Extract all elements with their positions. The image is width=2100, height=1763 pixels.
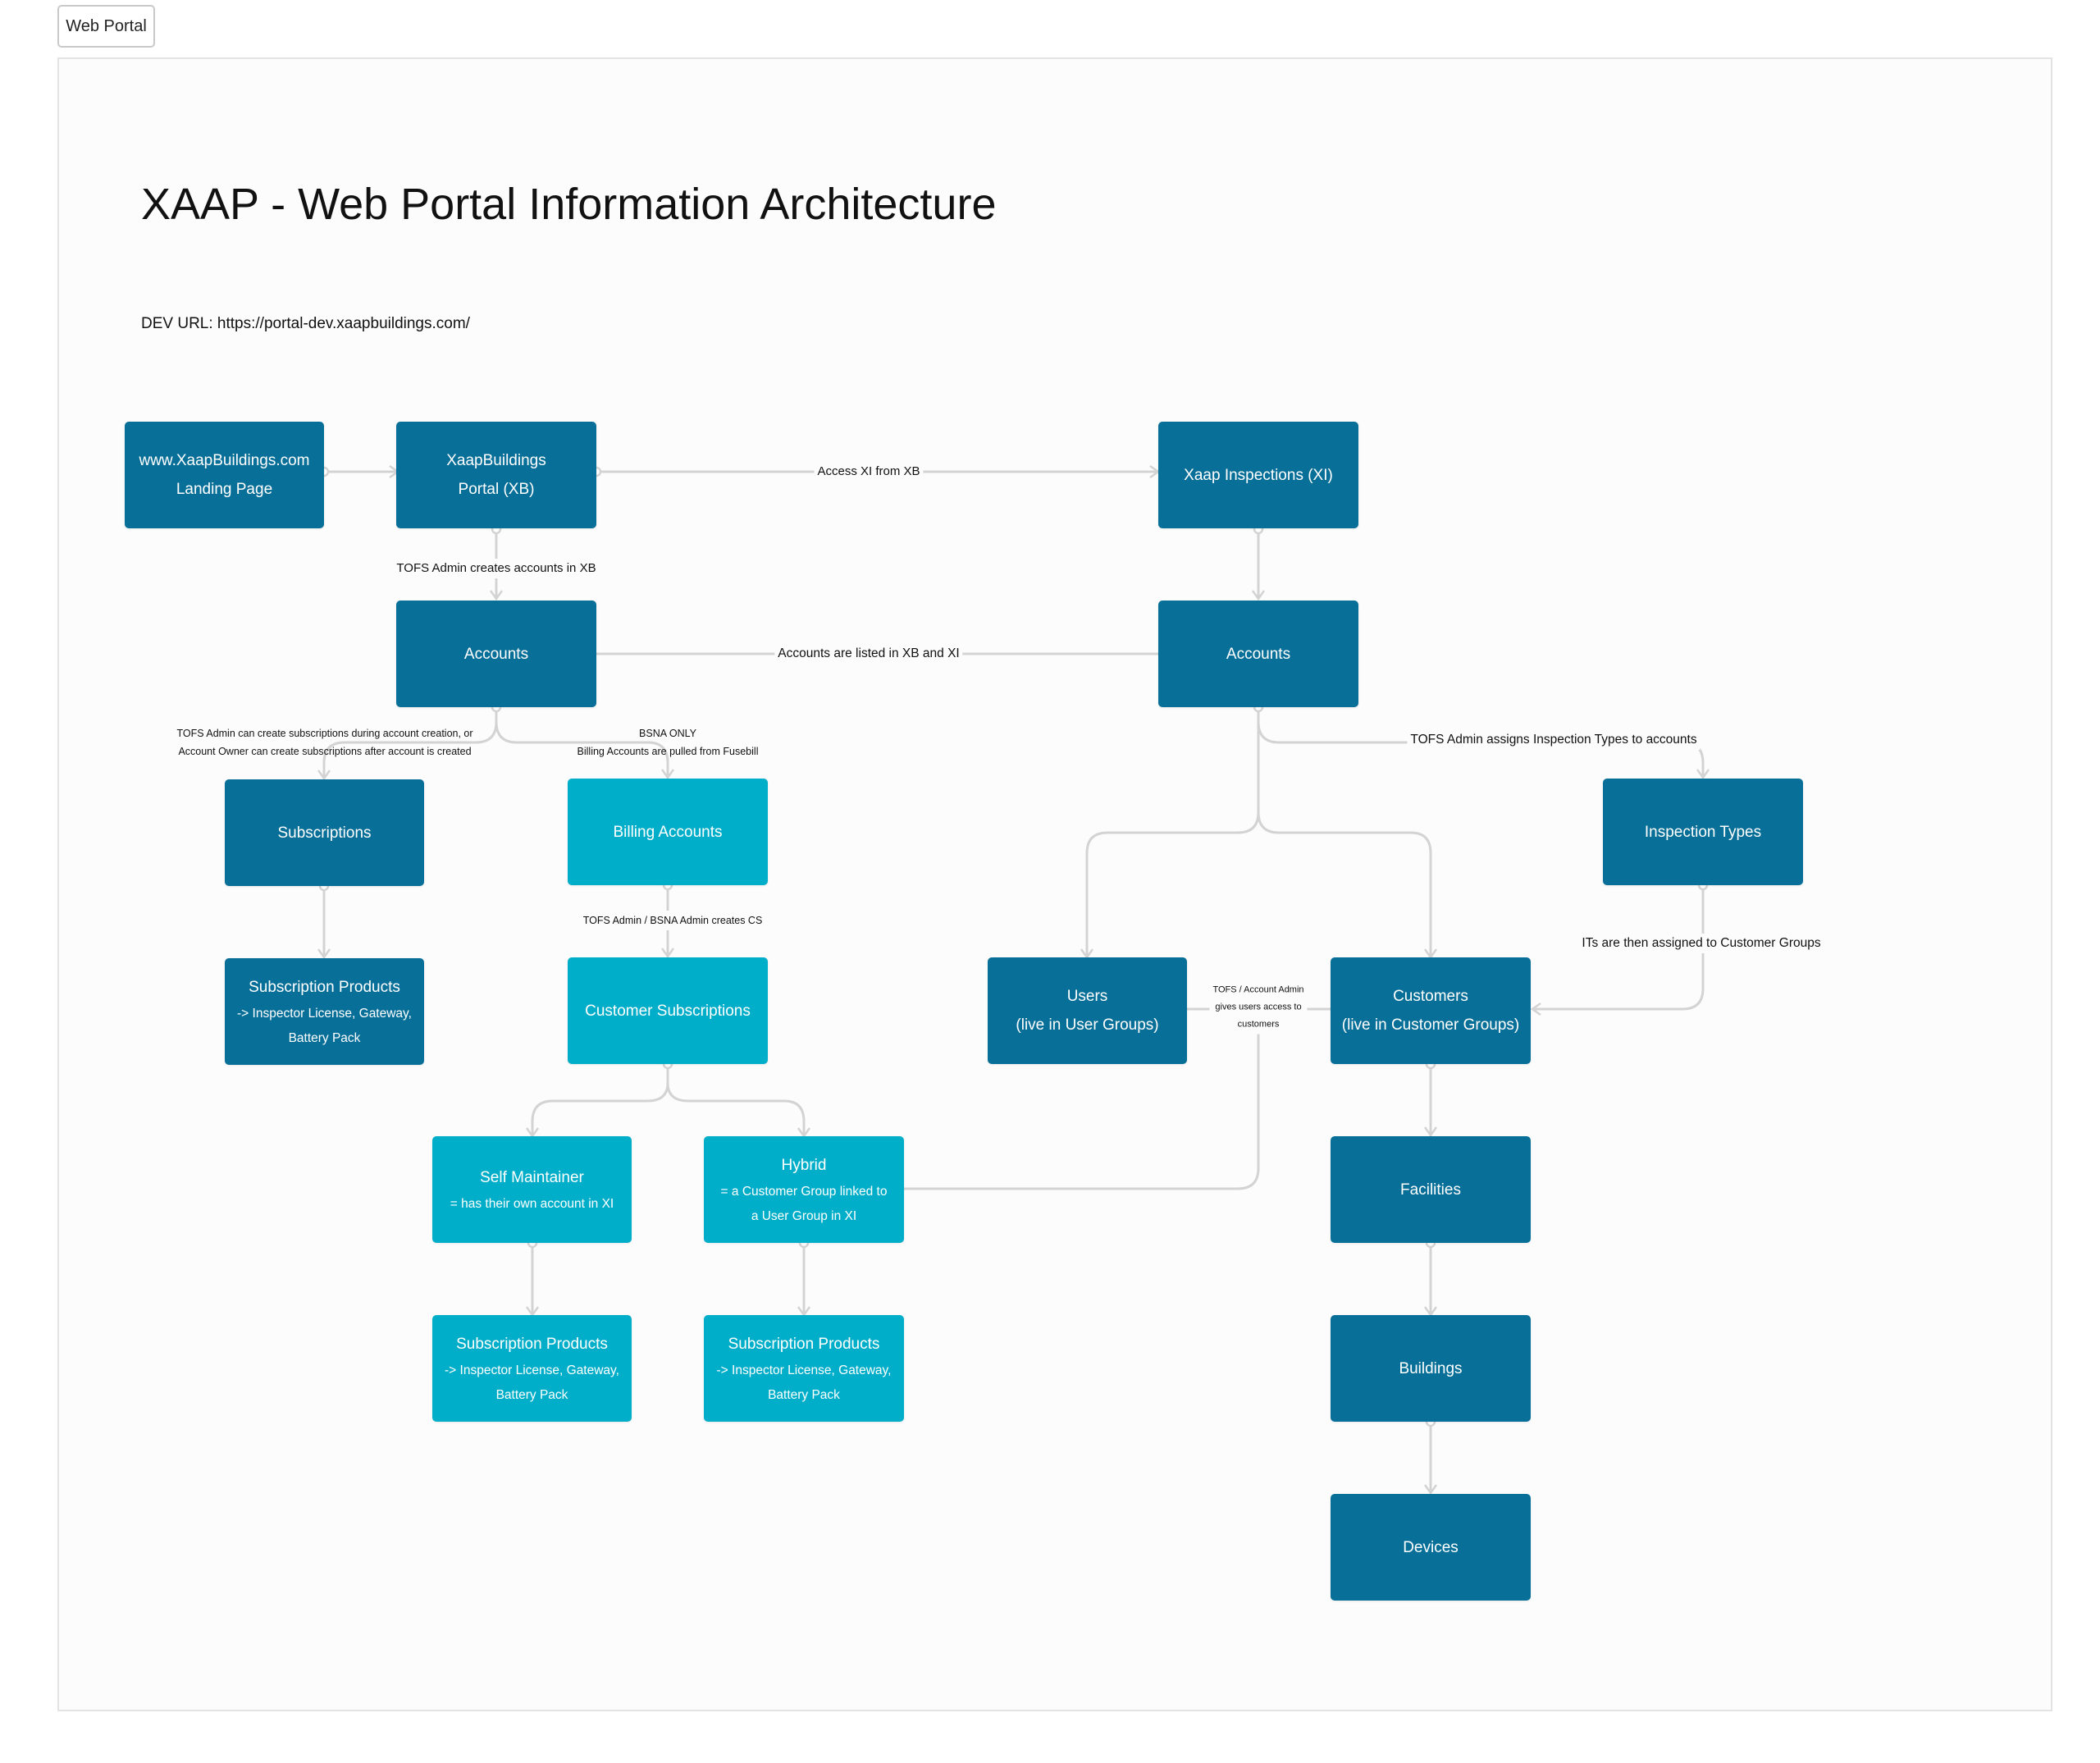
node-billing-accounts[interactable]: Billing Accounts [568,779,768,885]
node-facilities-label: Facilities [1400,1181,1461,1199]
tab-web-portal[interactable]: Web Portal [57,5,155,48]
node-subscription-products-line-1: Subscription Products [249,978,400,996]
node-xaap-inspections[interactable]: Xaap Inspections (XI) [1158,422,1358,528]
edge-xi-accounts-to-users [1087,707,1260,957]
node-xb-portal-line-2: Portal (XB) [458,481,535,498]
edge-label-access-xi: Access XI from XB [814,462,924,482]
edge-inspection-types-to-customers [1532,885,1705,1009]
node-facilities[interactable]: Facilities [1331,1136,1531,1243]
node-landing-page[interactable]: www.XaapBuildings.com Landing Page [125,422,324,528]
node-inspection-types-label: Inspection Types [1644,823,1762,841]
node-customer-subscriptions-label: Customer Subscriptions [585,1002,751,1020]
node-users-line-2: (live in User Groups) [1016,1016,1159,1034]
node-subscription-products-line-2: -> Inspector License, Gateway, [237,1006,412,1021]
edge-label-subscriptions-note: TOFS Admin can create subscriptions duri… [176,728,473,757]
edge-label-its-assigned: ITs are then assigned to Customer Groups [1578,934,1824,953]
node-hybrid[interactable]: Hybrid = a Customer Group linked to a Us… [704,1136,904,1243]
edge-hybrid-to-access-link [904,1030,1260,1190]
node-subscriptions-label: Subscriptions [277,824,372,842]
node-inspection-types[interactable]: Inspection Types [1603,779,1803,885]
edge-label-accounts-listed: Accounts are listed in XB and XI [774,644,963,664]
node-users[interactable]: Users (live in User Groups) [988,957,1187,1064]
edge-label-gives-access: TOFS / Account Admin gives users access … [1209,980,1308,1035]
node-self-maintainer[interactable]: Self Maintainer = has their own account … [432,1136,632,1243]
node-users-line-1: Users [1066,988,1108,1005]
node-hybrid-products-line-2: -> Inspector License, Gateway, [716,1363,892,1377]
node-landing-page-line-1: www.XaapBuildings.com [139,452,310,469]
node-xi-accounts[interactable]: Accounts [1158,601,1358,707]
edge-accounts-to-subscriptions [324,707,498,779]
node-hybrid-products-line-3: Battery Pack [768,1387,840,1402]
node-hybrid-line-1: Hybrid [781,1156,827,1174]
node-xi-accounts-label: Accounts [1226,645,1291,663]
node-landing-page-line-2: Landing Page [176,481,273,498]
node-hybrid-line-2: = a Customer Group linked to [720,1184,888,1199]
node-xb-accounts[interactable]: Accounts [396,601,596,707]
node-customers-line-1: Customers [1393,988,1468,1005]
node-customers-line-2: (live in Customer Groups) [1341,1016,1520,1034]
node-hybrid-products[interactable]: Subscription Products -> Inspector Licen… [704,1315,904,1422]
node-xb-portal-line-1: XaapBuildings [446,452,546,469]
edge-label-billing-note: BSNA ONLY Billing Accounts are pulled fr… [577,728,759,757]
dev-url-text: DEV URL: https://portal-dev.xaapbuilding… [141,315,470,332]
node-hybrid-products-line-1: Subscription Products [728,1335,880,1353]
node-xaap-inspections-label: Xaap Inspections (XI) [1184,466,1333,484]
node-billing-accounts-label: Billing Accounts [613,823,723,841]
node-hybrid-line-3: a User Group in XI [751,1208,857,1223]
node-customer-subscriptions[interactable]: Customer Subscriptions [568,957,768,1064]
node-subscriptions[interactable]: Subscriptions [225,779,424,886]
node-xb-portal[interactable]: XaapBuildings Portal (XB) [396,422,596,528]
node-buildings[interactable]: Buildings [1331,1315,1531,1422]
edge-cs-to-hybrid [666,1082,804,1136]
node-customers[interactable]: Customers (live in Customer Groups) [1331,957,1531,1064]
page-title: XAAP - Web Portal Information Architectu… [141,180,997,229]
node-self-maintainer-line-1: Self Maintainer [480,1168,584,1186]
node-devices-label: Devices [1403,1538,1459,1556]
edge-label-tofs-creates: TOFS Admin creates accounts in XB [393,559,600,578]
node-buildings-label: Buildings [1399,1359,1463,1377]
node-self-maintainer-products-line-3: Battery Pack [495,1387,568,1402]
node-self-maintainer-line-2: = has their own account in XI [450,1196,614,1211]
node-self-maintainer-products-line-1: Subscription Products [456,1335,608,1353]
edge-label-assigns-types: TOFS Admin assigns Inspection Types to a… [1407,730,1701,750]
edge-label-creates-cs: TOFS Admin / BSNA Admin creates CS [579,911,766,930]
node-subscription-products[interactable]: Subscription Products -> Inspector Licen… [225,958,424,1065]
edge-cs-to-self-maintainer [532,1064,669,1136]
node-subscription-products-line-3: Battery Pack [288,1030,361,1045]
node-devices[interactable]: Devices [1331,1494,1531,1601]
node-xb-accounts-label: Accounts [463,645,529,663]
node-self-maintainer-products-line-2: -> Inspector License, Gateway, [445,1363,619,1377]
node-self-maintainer-products[interactable]: Subscription Products -> Inspector Licen… [432,1315,632,1422]
edge-xi-accounts-to-customers [1257,811,1431,957]
edge-accounts-to-billing [495,721,668,778]
